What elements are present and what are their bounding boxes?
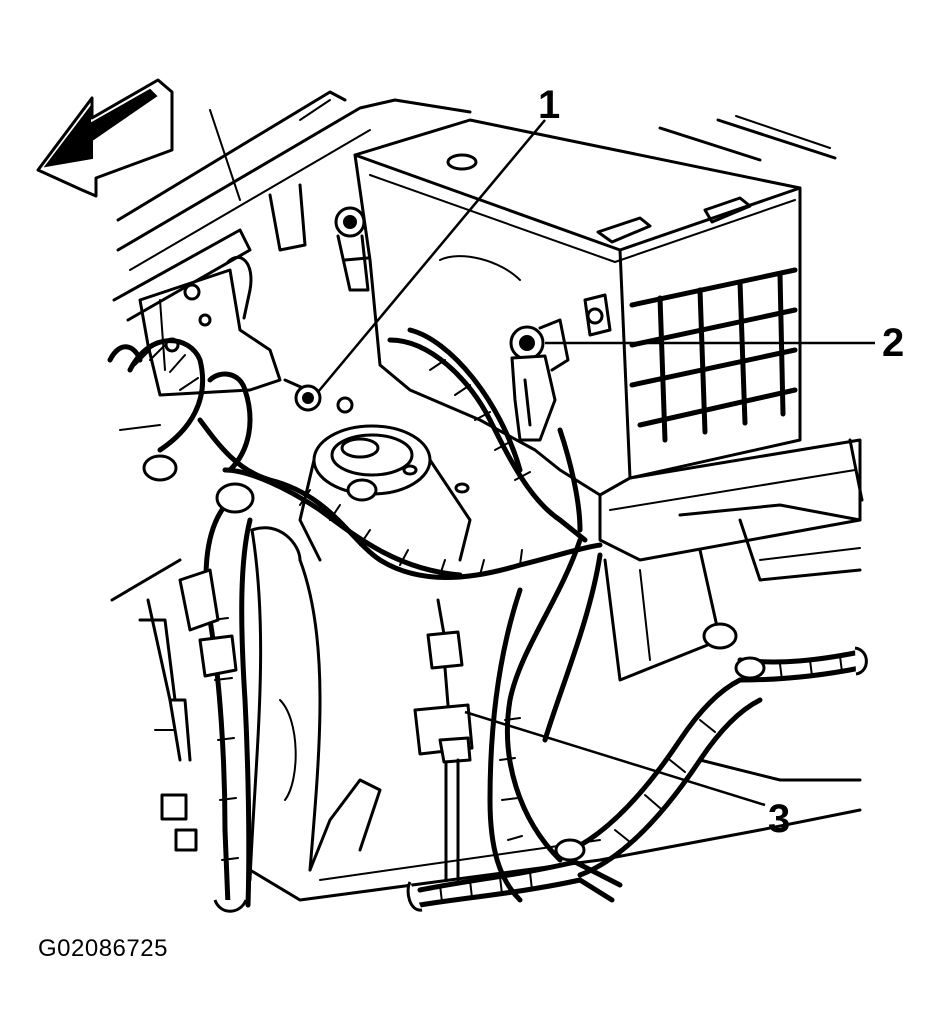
callout-number-1: 1 xyxy=(538,83,560,127)
harness-grommets xyxy=(142,454,766,862)
callout-3: 3 xyxy=(464,710,790,841)
callout-leader-1 xyxy=(317,119,546,393)
harness-connector xyxy=(413,598,474,882)
mounting-bracket xyxy=(138,255,282,397)
harness-banding xyxy=(134,344,843,903)
fender-panel xyxy=(248,526,322,882)
battery-terminal xyxy=(509,318,570,442)
ground-bolt xyxy=(283,378,354,414)
direction-arrow-icon xyxy=(36,78,174,198)
callout-leader-3 xyxy=(464,710,766,807)
left-side-hardware xyxy=(138,598,198,852)
callout-number-2: 2 xyxy=(882,321,904,365)
strut-tower xyxy=(298,424,472,562)
body-structure xyxy=(110,90,864,902)
callout-2: 2 xyxy=(545,321,904,365)
battery-hold-down xyxy=(334,206,370,292)
callout-1: 1 xyxy=(317,83,560,393)
figure-id: G02086725 xyxy=(38,935,168,962)
wiring-harness xyxy=(107,327,868,913)
callout-number-3: 3 xyxy=(768,797,790,841)
battery-tray xyxy=(598,438,862,682)
battery xyxy=(353,118,802,497)
